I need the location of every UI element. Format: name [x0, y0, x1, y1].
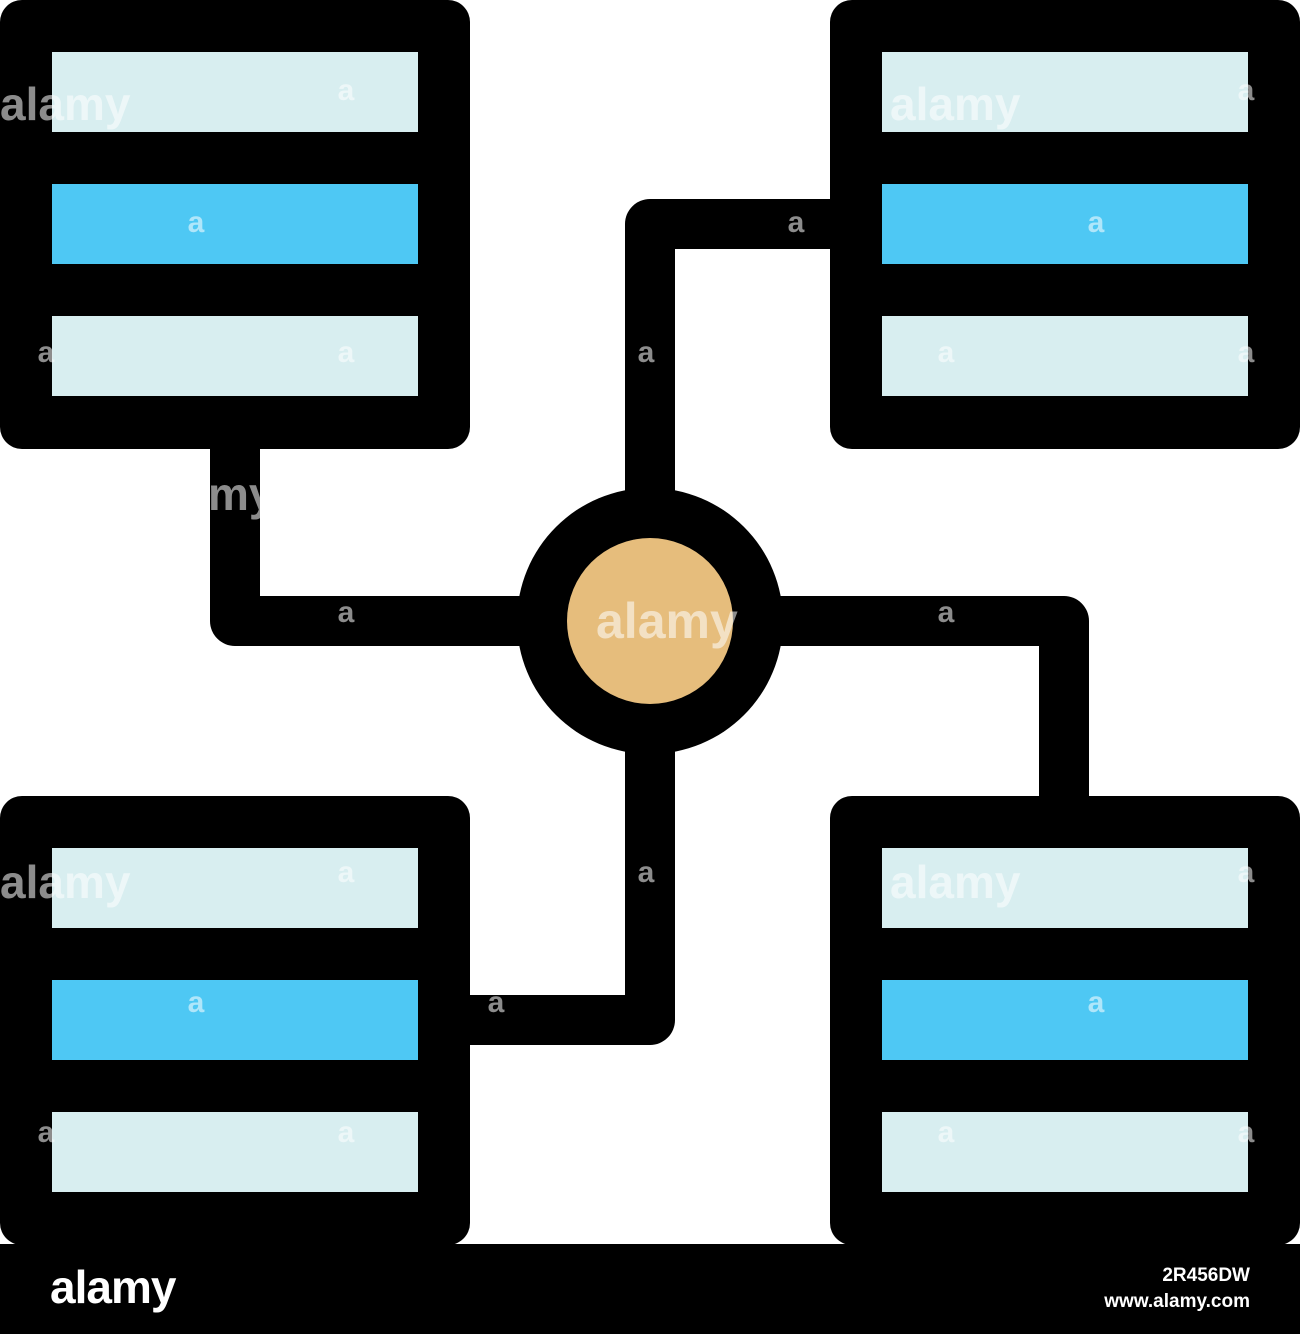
connector-top-left [210, 430, 560, 646]
watermark-text: my [208, 468, 275, 520]
watermark-text: a [1238, 336, 1255, 369]
watermark-text: a [1088, 986, 1105, 1019]
footer-bar [0, 1244, 1300, 1334]
watermark-text: a [638, 856, 655, 889]
watermark-text: alamy [0, 856, 131, 908]
watermark-text: a [188, 206, 205, 239]
server-row-accent [882, 980, 1248, 1060]
server-row-light [52, 848, 418, 928]
hub-core [567, 538, 733, 704]
watermark-text: a [38, 1116, 55, 1149]
watermark-text: a [938, 596, 955, 629]
watermark-text: a [38, 336, 55, 369]
watermark-text: a [938, 1116, 955, 1149]
server-bottom-right [830, 796, 1300, 1244]
watermark-text: a [1238, 856, 1255, 889]
server-row-light [882, 52, 1248, 132]
server-row-accent [882, 184, 1248, 264]
image-id: 2R456DW [1162, 1265, 1250, 1286]
watermark-text: alamy [890, 78, 1021, 130]
servers [0, 0, 1300, 1244]
watermark-layer: alamy alamy alamy alamy alamy my a a a a a a a a a a a a a… [0, 74, 1255, 1149]
server-row-light [882, 316, 1248, 396]
watermark-text: a [638, 336, 655, 369]
server-row-accent [52, 184, 418, 264]
server-top-right [830, 0, 1300, 449]
server-row-light [52, 52, 418, 132]
connector-top-right [625, 199, 848, 540]
server-bottom-left [0, 796, 470, 1244]
watermark-text: a [1088, 206, 1105, 239]
server-row-light [52, 316, 418, 396]
watermark-text: a [188, 986, 205, 1019]
hub [517, 488, 783, 754]
watermark-text: a [1238, 1116, 1255, 1149]
watermark-text: a [338, 856, 355, 889]
watermark-text: alamy [890, 856, 1021, 908]
server-top-left [0, 0, 470, 449]
server-row-light [882, 1112, 1248, 1192]
server-row-accent [52, 980, 418, 1060]
network-diagram-icon: alamy alamy alamy alamy alamy my a a a a a a a a a a a a a… [0, 0, 1300, 1244]
watermark-text: a [488, 986, 505, 1019]
watermark-text: a [338, 1116, 355, 1149]
watermark-text: a [338, 336, 355, 369]
watermark-text: a [338, 596, 355, 629]
connector-bottom-right [740, 596, 1089, 815]
server-row-light [882, 848, 1248, 928]
footer-logo: alamy [50, 1261, 176, 1313]
connectors [210, 199, 1089, 1045]
watermark-text: a [788, 206, 805, 239]
watermark-text: alamy [0, 78, 131, 130]
watermark-text: a [1238, 74, 1255, 107]
footer-url: www.alamy.com [1104, 1291, 1250, 1312]
connector-bottom-left [452, 710, 675, 1045]
watermark-text: alamy [596, 593, 738, 649]
watermark-text: a [938, 336, 955, 369]
server-row-light [52, 1112, 418, 1192]
watermark-text: a [338, 74, 355, 107]
